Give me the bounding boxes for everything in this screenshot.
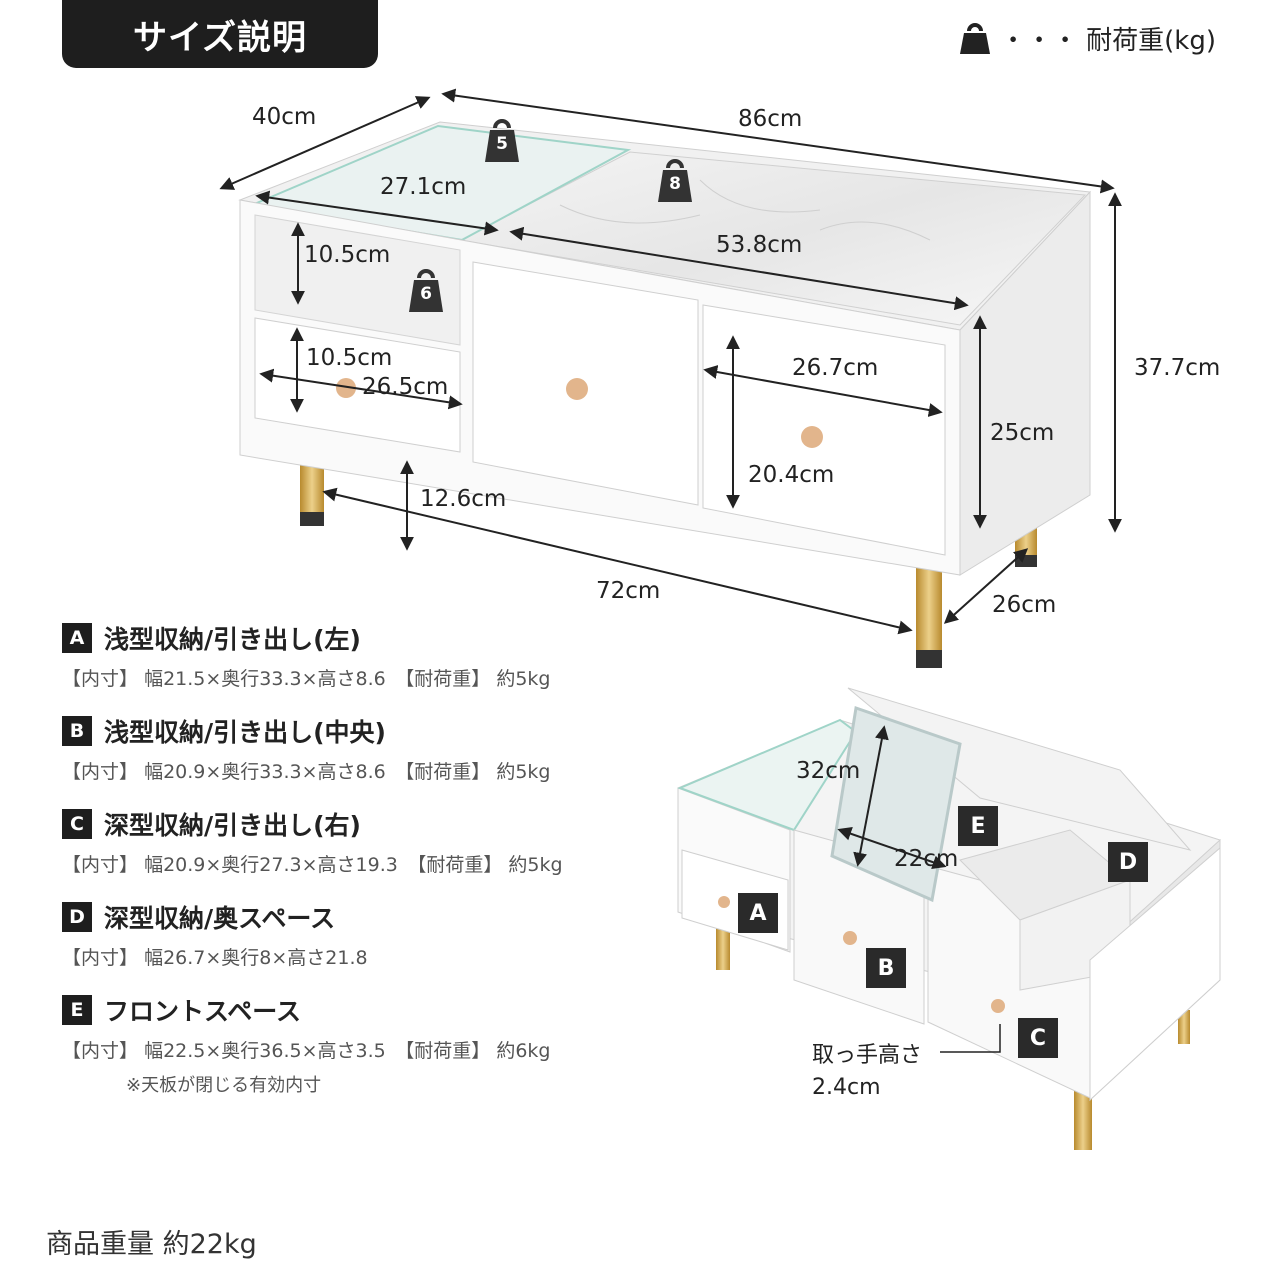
list-item: C 深型収納/引き出し(右) 【内寸】 幅20.9×奥行27.3×高さ19.3 【… (62, 806, 682, 877)
weight-icon-top: 8 (656, 156, 694, 208)
item-load: 約6kg (496, 1040, 551, 1062)
dim-leg-span: 72cm (596, 578, 661, 604)
callout-d: D (1108, 842, 1148, 882)
open-view-diagram (677, 687, 1221, 1150)
list-item: D 深型収納/奥スペース 【内寸】 幅26.7×奥行8×高さ21.8 (62, 899, 682, 970)
callout-b: B (866, 948, 906, 988)
dim-mirror-width: 22cm (894, 846, 959, 872)
dim-left-drawer-height: 10.5cm (306, 345, 393, 371)
dim-left-drawer-width: 26.5cm (362, 374, 449, 400)
item-letter: A (62, 623, 92, 653)
page-title: サイズ説明 (62, 0, 378, 68)
item-name: 深型収納/引き出し(右) (104, 811, 361, 840)
item-load-label: 【耐荷重】 (416, 854, 503, 876)
handle-label: 取っ手高さ (812, 1043, 923, 1068)
item-size: 幅22.5×奥行36.5×高さ3.5 (144, 1040, 386, 1062)
legend-dots: ・・・ (1000, 26, 1079, 56)
item-load-label: 【耐荷重】 (404, 1040, 491, 1062)
handle-value: 2.4cm (812, 1075, 881, 1100)
dim-open-height: 10.5cm (304, 242, 391, 268)
item-label: 【内寸】 (62, 761, 139, 783)
item-name: 浅型収納/引き出し(中央) (104, 718, 386, 747)
product-weight: 商品重量 約22kg (46, 1229, 257, 1260)
item-load: 約5kg (508, 854, 563, 876)
dim-leg-height: 12.6cm (420, 486, 507, 512)
dim-body-height: 25cm (990, 420, 1055, 446)
item-letter: D (62, 902, 92, 932)
item-label: 【内寸】 (62, 1040, 139, 1062)
item-letter: B (62, 716, 92, 746)
item-letter: C (62, 809, 92, 839)
item-name: 浅型収納/引き出し(左) (104, 625, 361, 654)
callout-a: A (738, 893, 778, 933)
weight-icon-glass: 5 (483, 116, 521, 168)
item-letter: E (62, 995, 92, 1025)
item-load: 約5kg (496, 761, 551, 783)
dim-depth: 40cm (252, 104, 317, 130)
item-name: 深型収納/奥スペース (104, 904, 336, 933)
item-size: 幅20.9×奥行27.3×高さ19.3 (144, 854, 398, 876)
item-size: 幅26.7×奥行8×高さ21.8 (144, 947, 368, 969)
dim-top-width: 53.8cm (716, 232, 803, 258)
weight-icon (960, 22, 991, 54)
weight-icon-shelf: 6 (407, 266, 445, 318)
dim-right-drawer-height: 20.4cm (748, 462, 835, 488)
handle-height-note: 取っ手高さ 2.4cm (812, 1040, 922, 1104)
weight-value-shelf: 6 (420, 284, 432, 304)
item-note: ※天板が閉じる有効内寸 (126, 1075, 322, 1096)
item-label: 【内寸】 (62, 854, 139, 876)
dimension-lines (219, 88, 1122, 635)
item-load-label: 【耐荷重】 (404, 761, 491, 783)
item-load: 約5kg (496, 668, 551, 690)
storage-list: A 浅型収納/引き出し(左) 【内寸】 幅21.5×奥行33.3×高さ8.6 【耐… (62, 620, 682, 1119)
dim-leg-depth: 26cm (992, 592, 1057, 618)
item-label: 【内寸】 (62, 947, 139, 969)
dim-glass-width: 27.1cm (380, 174, 467, 200)
list-item: B 浅型収納/引き出し(中央) 【内寸】 幅20.9×奥行33.3×高さ8.6 【… (62, 713, 682, 784)
list-item: A 浅型収納/引き出し(左) 【内寸】 幅21.5×奥行33.3×高さ8.6 【耐… (62, 620, 682, 691)
item-load-label: 【耐荷重】 (404, 668, 491, 690)
weight-value-glass: 5 (496, 134, 508, 154)
item-size: 幅20.9×奥行33.3×高さ8.6 (144, 761, 386, 783)
item-name: フロントスペース (104, 997, 302, 1026)
dim-total-height: 37.7cm (1134, 355, 1221, 381)
callout-e: E (958, 806, 998, 846)
load-legend: ・・・ 耐荷重(kg) (958, 20, 1216, 57)
callout-c: C (1018, 1018, 1058, 1058)
dim-mirror-height: 32cm (796, 758, 861, 784)
dim-width: 86cm (738, 106, 803, 132)
dim-right-drawer-width: 26.7cm (792, 355, 879, 381)
legend-text: 耐荷重(kg) (1086, 26, 1216, 56)
item-label: 【内寸】 (62, 668, 139, 690)
weight-value-top: 8 (669, 174, 681, 194)
item-size: 幅21.5×奥行33.3×高さ8.6 (144, 668, 386, 690)
